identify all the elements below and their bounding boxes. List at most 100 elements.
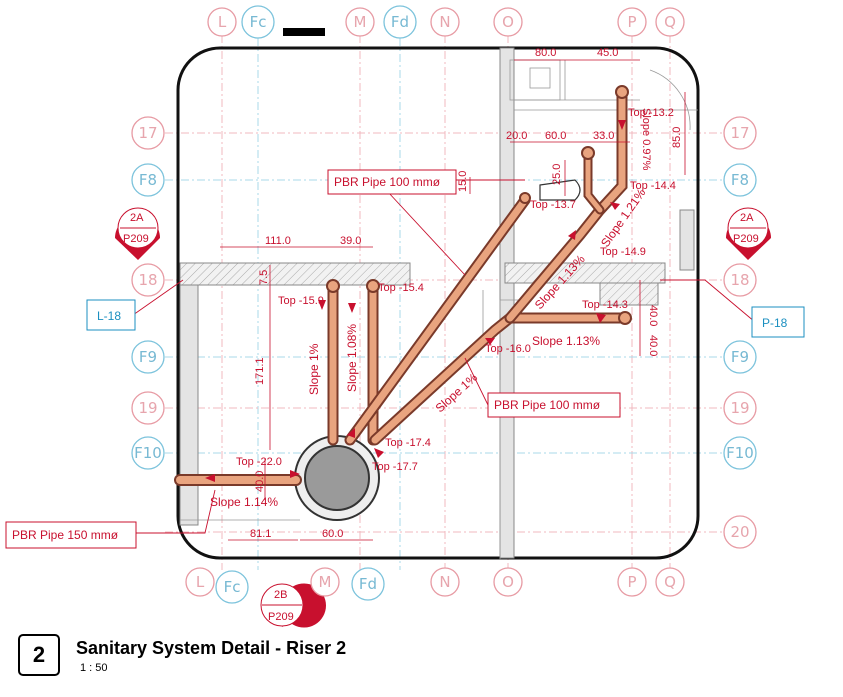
dimension-label: 171.1 [254,357,266,385]
dimension-lines [220,59,686,541]
dimension-label: 85.0 [671,127,683,148]
svg-text:2A: 2A [740,212,754,224]
grid-label: M [354,13,367,31]
svg-text:2B: 2B [274,589,287,601]
north-mark [283,28,325,36]
grid-label: L [218,13,227,31]
level-label: Top -13.2 [628,107,674,119]
grid-label: P [627,573,636,591]
dimension-label: 111.0 [265,235,291,247]
slope-label: Slope 0.97% [640,108,652,171]
svg-text:P209: P209 [268,611,294,623]
grid-label: Fc [224,578,241,596]
grid-bubbles-top: L Fc M Fd N O P Q [207,5,685,39]
section-mark-left: 2A P209 [115,207,160,260]
dimension-label: 15.0 [457,171,469,192]
grid-label: 17 [138,124,157,142]
section-mark-right: 2A P209 [726,207,771,260]
level-labels: Top -13.2 Top -13.7 Top -14.4 Top -14.9 … [236,107,676,473]
callout-pipe-150: PBR Pipe 150 mmø [5,521,137,549]
dimension-label: 40.0 [647,335,659,356]
dimension-label: 25.0 [551,164,563,185]
level-label: Top -17.7 [372,461,418,473]
grid-label: Q [664,13,676,31]
level-label: Top -14.4 [630,180,676,192]
drawing-title: Sanitary System Detail - Riser 2 [76,638,347,658]
dimension-label: 60.0 [545,130,566,142]
level-label: Top -14.9 [600,246,646,258]
level-label: Top -14.3 [582,299,628,311]
grid-label: N [439,13,450,31]
dimension-label: 81.1 [250,528,271,540]
level-label: Top -16.0 [485,343,531,355]
grid-label: P [627,13,636,31]
slope-label: Slope 1.08% [345,324,359,392]
grid-label: Fd [391,13,409,31]
walls [179,47,698,560]
dimension-labels: 80.0 45.0 85.0 20.0 60.0 33.0 25.0 15.0 … [250,47,683,540]
dimension-label: 7.5 [258,270,270,285]
grid-label: F10 [726,444,754,462]
level-label: Top -15.9 [278,295,324,307]
dimension-label: 33.0 [593,130,614,142]
grid-label: Fd [359,575,377,593]
grid-label: 20 [730,523,749,541]
level-label: Top -15.4 [378,282,424,294]
slope-label: Slope 1.14% [210,495,278,509]
dimension-label: 45.0 [597,47,618,59]
section-mark-bottom: 2B P209 [260,583,326,628]
area-boundary [176,46,700,560]
svg-text:PBR Pipe 100 mmø: PBR Pipe 100 mmø [494,398,601,412]
grid-label: L [196,573,205,591]
grid-label: F9 [139,348,157,366]
svg-text:PBR Pipe 100 mmø: PBR Pipe 100 mmø [334,175,441,189]
grid-bubbles-left: 17 F8 18 F9 19 F10 [131,116,165,470]
pipes [174,85,632,486]
dimension-label: 80.0 [535,47,556,59]
grid-label: 17 [730,124,749,142]
dimension-label: 40.0 [647,305,659,326]
riser [294,435,380,521]
svg-text:L-18: L-18 [97,309,121,323]
grid-label: 18 [138,271,157,289]
svg-text:P209: P209 [733,233,759,245]
dimension-label: 60.0 [322,528,343,540]
grid-label: Q [664,573,676,591]
svg-text:P209: P209 [123,233,149,245]
grid-label: O [502,573,514,591]
grid-label: F8 [139,171,157,189]
drawing-number: 2 [18,634,60,676]
grid-bubbles-bottom: L Fc M Fd N O P Q [185,567,685,604]
level-label: Top -17.4 [385,437,431,449]
title-block: 2 Sanitary System Detail - Riser 2 1 : 5… [12,632,512,692]
callout-pipe-100-mid: PBR Pipe 100 mmø [487,392,621,418]
callout-leaders [132,120,756,534]
dimension-label: 40.0 [254,471,266,492]
slope-label: Slope 1.13% [532,334,600,348]
dimension-label: 20.0 [506,130,527,142]
callout-l-18: L-18 [86,299,136,331]
dimension-label: 39.0 [340,235,361,247]
grid-label: 18 [730,271,749,289]
callout-p-18: P-18 [751,306,805,338]
slope-label: Slope 1% [307,343,321,395]
level-label: Top -22.0 [236,456,282,468]
svg-text:P-18: P-18 [762,316,788,330]
grid-label: M [319,573,332,591]
drawing-scale: 1 : 50 [80,662,108,674]
grid-label: 19 [730,399,749,417]
grid-label: Fc [250,13,267,31]
level-label: Top -13.7 [530,199,576,211]
callout-pipe-100-top: PBR Pipe 100 mmø [327,169,457,195]
svg-text:2A: 2A [130,212,144,224]
grid-label: F10 [134,444,162,462]
grid-label: N [439,573,450,591]
grid-label: O [502,13,514,31]
grid-label: F8 [731,171,749,189]
svg-text:PBR Pipe 150 mmø: PBR Pipe 150 mmø [12,528,119,542]
grid-label: 19 [138,399,157,417]
slope-label: Slope 1.21% [598,186,649,250]
grid-bubbles-right: 17 F8 18 F9 19 F10 20 [723,116,757,549]
grid-label: F9 [731,348,749,366]
